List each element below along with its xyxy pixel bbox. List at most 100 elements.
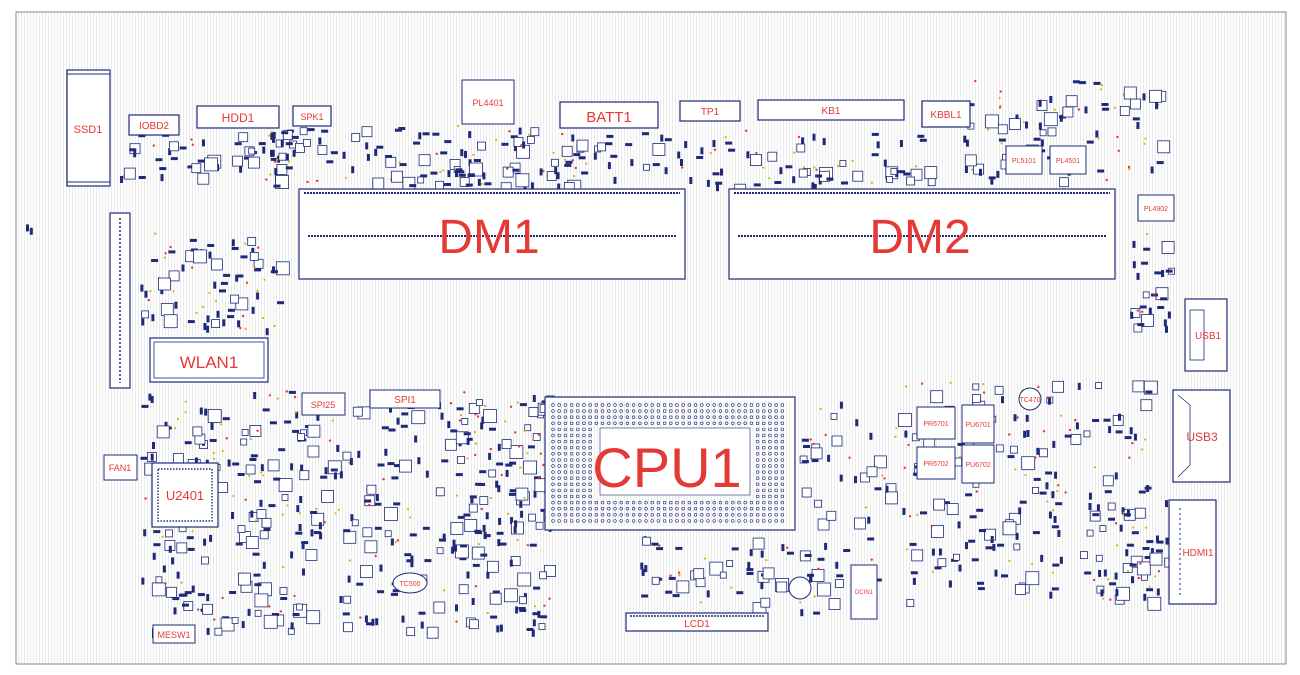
cpu-ball bbox=[551, 519, 555, 523]
smd-part bbox=[1046, 396, 1049, 400]
smd-part bbox=[249, 458, 257, 461]
smd-part bbox=[376, 145, 384, 149]
cpu-ball bbox=[613, 403, 617, 407]
cpu-ball bbox=[712, 519, 716, 523]
cpu-ball bbox=[582, 488, 586, 493]
smd-part bbox=[1129, 563, 1137, 567]
smd-part bbox=[484, 182, 492, 186]
smd-part bbox=[290, 551, 294, 559]
smd-part bbox=[1100, 589, 1104, 597]
cpu-ball bbox=[706, 500, 710, 505]
cpu-ball bbox=[780, 446, 785, 450]
smd-part bbox=[204, 157, 219, 172]
cpu-ball bbox=[582, 519, 586, 523]
smd-part bbox=[164, 582, 167, 585]
cpu-ball bbox=[644, 507, 648, 511]
smd-part bbox=[523, 184, 527, 192]
cpu-ball bbox=[569, 415, 574, 419]
cpu-ball bbox=[774, 500, 778, 505]
smd-part bbox=[281, 131, 289, 135]
smd-part bbox=[917, 134, 925, 138]
smd-part bbox=[231, 239, 235, 247]
smd-part bbox=[519, 466, 522, 469]
smd-part bbox=[147, 298, 150, 302]
smd-part bbox=[290, 463, 294, 471]
smd-part bbox=[985, 546, 993, 550]
cpu-ball bbox=[619, 507, 623, 511]
smd-part bbox=[1141, 261, 1149, 265]
smd-part bbox=[1148, 307, 1152, 315]
smd-part bbox=[239, 326, 242, 330]
cpu-ball bbox=[563, 500, 568, 505]
smd-part bbox=[299, 496, 303, 503]
cpu-ball bbox=[569, 427, 574, 432]
cpu-ball bbox=[582, 439, 586, 444]
smd-part bbox=[1077, 108, 1081, 111]
smd-part bbox=[916, 513, 919, 517]
smd-part bbox=[641, 568, 645, 576]
smd-part bbox=[315, 508, 318, 511]
dcin1-connector: DCIN1 bbox=[850, 564, 878, 620]
cpu-ball bbox=[669, 421, 673, 425]
cpu-ball bbox=[706, 403, 710, 407]
smd-part bbox=[455, 620, 458, 623]
cpu-ball bbox=[737, 513, 741, 517]
smd-part bbox=[270, 130, 273, 133]
smd-part bbox=[699, 601, 703, 604]
smd-part bbox=[323, 521, 326, 524]
smd-part bbox=[204, 408, 208, 416]
smd-part bbox=[220, 617, 235, 632]
smd-part bbox=[1008, 559, 1011, 562]
smd-part bbox=[1102, 107, 1110, 111]
smd-part bbox=[269, 421, 277, 425]
smd-part bbox=[827, 169, 830, 172]
smd-part bbox=[518, 607, 526, 610]
smd-part bbox=[760, 550, 764, 558]
smd-part bbox=[268, 605, 271, 608]
smd-part bbox=[969, 515, 977, 519]
smd-part bbox=[1137, 576, 1141, 580]
smd-part bbox=[1049, 96, 1053, 103]
tc470-capacitor: TC470 bbox=[1018, 387, 1042, 411]
smd-part bbox=[997, 543, 1005, 547]
smd-part bbox=[339, 471, 343, 479]
cpu-ball bbox=[551, 421, 555, 425]
smd-part bbox=[898, 170, 906, 174]
smd-part bbox=[29, 227, 33, 235]
smd-part bbox=[219, 289, 226, 293]
smd-part bbox=[254, 480, 261, 484]
smd-part bbox=[669, 574, 672, 577]
cpu-ball bbox=[774, 433, 778, 438]
smd-part bbox=[800, 609, 804, 617]
cpu-ball bbox=[576, 494, 580, 499]
smd-part bbox=[1025, 571, 1040, 586]
cpu-ball bbox=[557, 409, 561, 413]
smd-part bbox=[1097, 169, 1105, 173]
cpu-ball bbox=[768, 446, 772, 450]
smd-part bbox=[548, 597, 551, 600]
smd-part bbox=[301, 542, 305, 550]
smd-part bbox=[256, 292, 260, 300]
smd-part bbox=[348, 461, 351, 464]
pl4401-label: PL4401 bbox=[472, 98, 503, 108]
smd-part bbox=[801, 487, 812, 498]
smd-part bbox=[883, 159, 887, 167]
smd-part bbox=[227, 308, 235, 312]
smd-part bbox=[270, 132, 274, 140]
smd-part bbox=[282, 130, 293, 141]
smd-part bbox=[1009, 118, 1021, 130]
smd-part bbox=[1105, 178, 1108, 182]
smd-part bbox=[1139, 305, 1147, 309]
smd-part bbox=[813, 166, 816, 169]
cpu-ball bbox=[681, 409, 685, 413]
smd-part bbox=[486, 571, 490, 579]
smd-part bbox=[906, 176, 915, 186]
cpu-ball bbox=[724, 403, 729, 407]
smd-part bbox=[456, 124, 460, 128]
cpu-ball bbox=[718, 513, 723, 517]
smd-part bbox=[1146, 233, 1149, 236]
smd-part bbox=[1065, 95, 1078, 108]
smd-part bbox=[894, 435, 897, 438]
smd-part bbox=[1144, 438, 1147, 441]
smd-part bbox=[1074, 418, 1077, 422]
